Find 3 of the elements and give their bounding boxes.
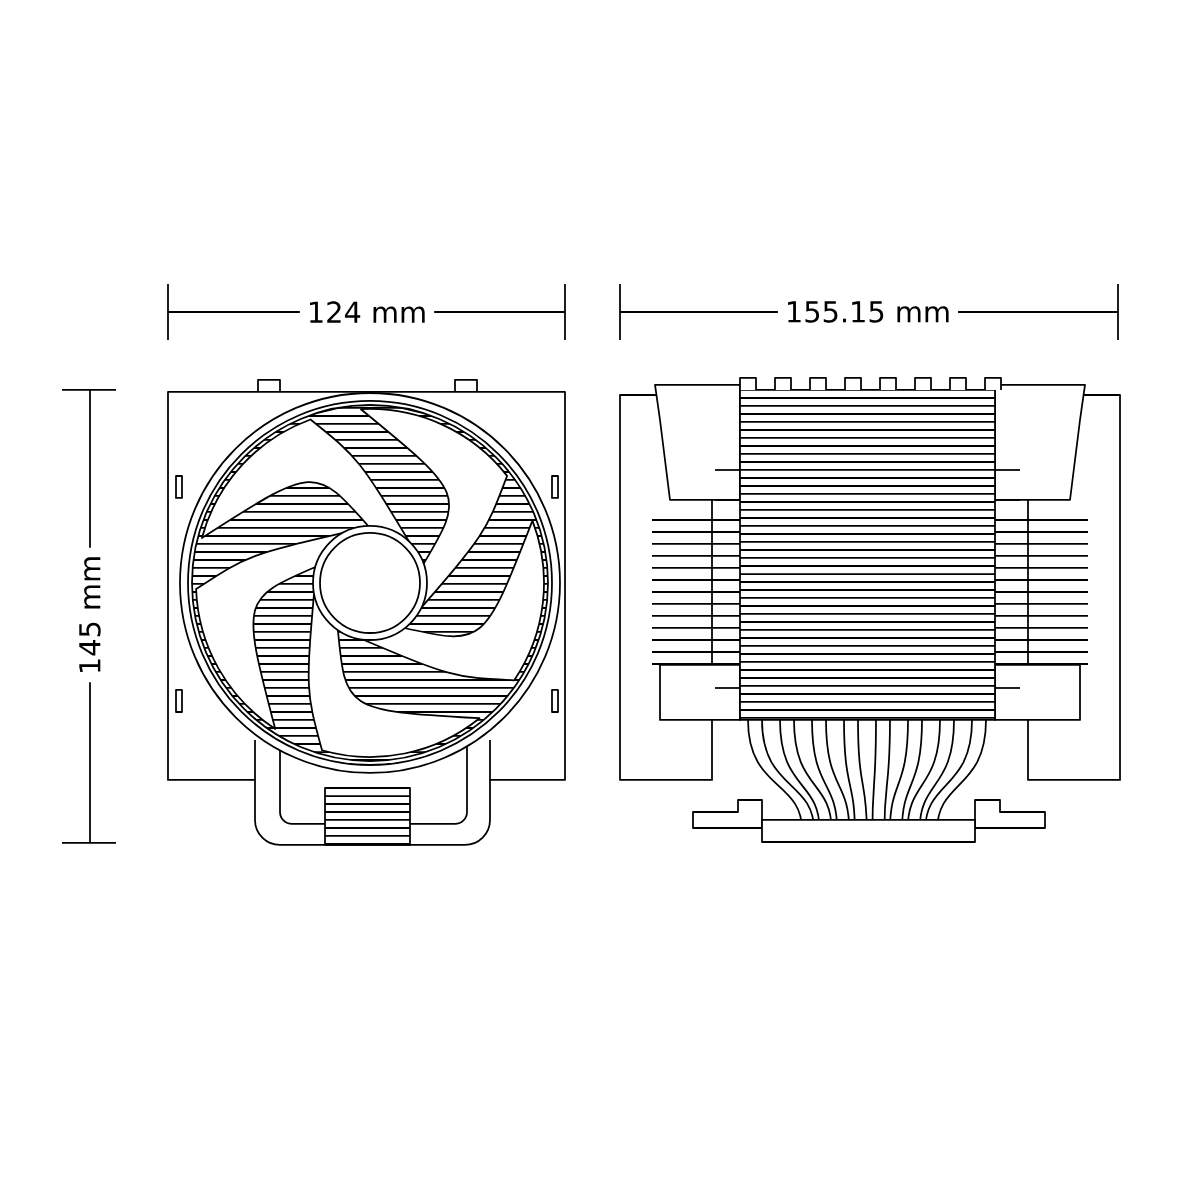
dimension-label: 124 mm: [299, 294, 435, 330]
dimension-label: 155.15 mm: [777, 294, 959, 330]
dimension-label: 145 mm: [72, 547, 108, 683]
